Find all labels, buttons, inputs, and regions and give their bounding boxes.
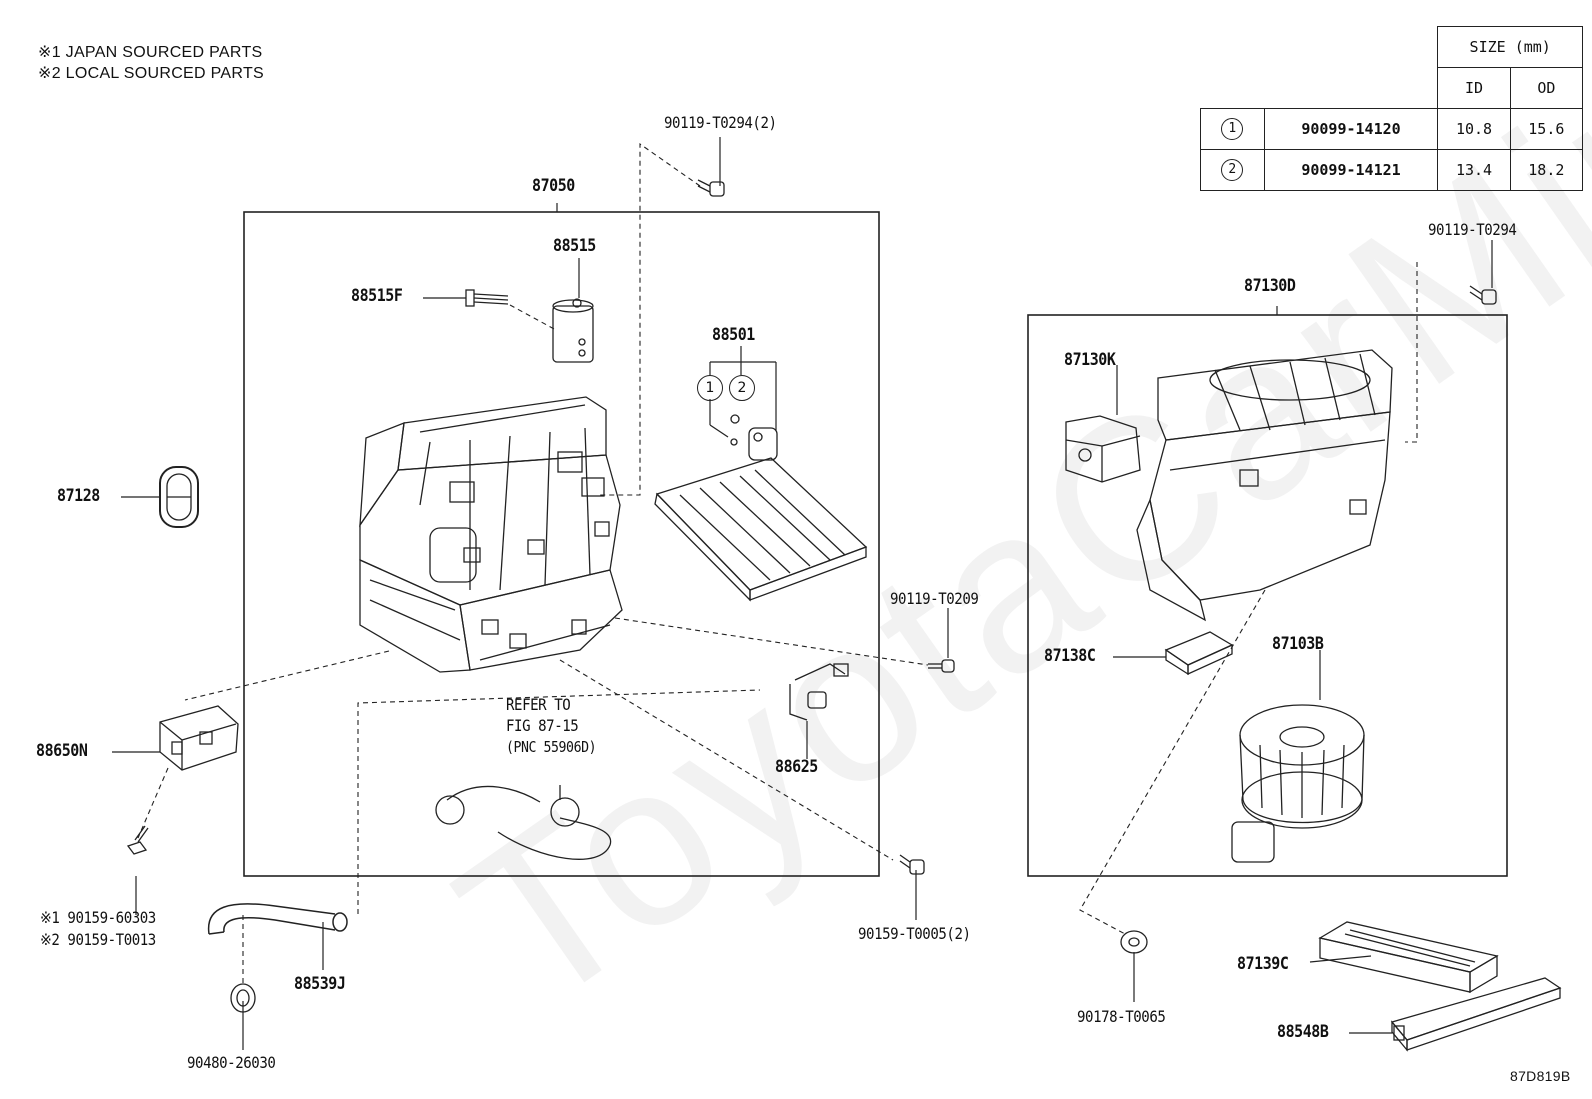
circled-mark: 1 (1221, 118, 1244, 140)
label-87128[interactable]: 87128 (57, 486, 100, 506)
note-japan-sourced: ※1 JAPAN SOURCED PARTS (38, 44, 263, 61)
blower-housing-87130D (1136, 349, 1393, 622)
servo-motor-88650N (159, 705, 239, 771)
size-table-col-od: OD (1509, 67, 1584, 109)
bolt-90119-T0209 (928, 659, 955, 673)
label-87139C[interactable]: 87139C (1237, 954, 1289, 974)
label-88515[interactable]: 88515 (553, 236, 596, 256)
label-90119-T0294-2[interactable]: 90119-T0294(2) (664, 113, 777, 132)
label-88650N[interactable]: 88650N (36, 741, 88, 761)
size-table-row: 1 90099-14120 10.8 15.6 (1200, 108, 1584, 150)
label-88539J[interactable]: 88539J (294, 974, 346, 994)
label-90159-T0013[interactable]: ※2 90159-T0013 (40, 930, 156, 949)
label-87130D[interactable]: 87130D (1244, 276, 1296, 296)
label-88625[interactable]: 88625 (775, 757, 818, 777)
heater-unit-87050 (359, 396, 623, 673)
size-table-header: SIZE (mm) (1437, 26, 1583, 68)
circled-2-icon: 2 (729, 375, 755, 401)
evaporator-88501 (654, 414, 868, 602)
label-87130K[interactable]: 87130K (1064, 350, 1116, 370)
size-table: SIZE (mm) ID OD 1 90099-14120 10.8 15.6 … (1200, 26, 1584, 191)
label-refer-pnc: (PNC 55906D) (506, 738, 597, 756)
bolt-90119-T0294-2 (697, 179, 725, 197)
clip-90178-T0065 (1120, 930, 1148, 954)
grommet-90480-26030 (230, 983, 256, 1013)
bolt-88515F (465, 289, 509, 307)
label-90119-T0294[interactable]: 90119-T0294 (1428, 220, 1517, 239)
damper-servo-87130K (1065, 415, 1141, 483)
drain-hose-88539J (207, 903, 348, 935)
note-local-sourced: ※2 LOCAL SOURCED PARTS (38, 65, 264, 82)
label-90119-T0209[interactable]: 90119-T0209 (890, 589, 979, 608)
sensor-88625 (789, 663, 849, 721)
label-refer-fig[interactable]: FIG 87-15 (506, 716, 579, 735)
label-88515F[interactable]: 88515F (351, 286, 403, 306)
filter-87139C (1318, 921, 1499, 994)
size-od: 15.6 (1509, 108, 1584, 150)
size-od: 18.2 (1509, 149, 1584, 191)
part-number: 90099-14121 (1263, 149, 1439, 191)
resistor-87138C (1164, 631, 1234, 676)
size-table-col-id: ID (1437, 67, 1511, 109)
label-90159-T0005-2[interactable]: 90159-T0005(2) (858, 924, 971, 943)
group-box-87130D (1027, 314, 1508, 877)
label-90480-26030[interactable]: 90480-26030 (187, 1053, 276, 1072)
label-90178-T0065[interactable]: 90178-T0065 (1077, 1007, 1166, 1026)
label-88501[interactable]: 88501 (712, 325, 755, 345)
size-id: 13.4 (1437, 149, 1511, 191)
figure-code: 87D819B (1510, 1068, 1571, 1084)
group-box-87050 (243, 211, 880, 877)
label-87138C[interactable]: 87138C (1044, 646, 1096, 666)
label-88548B[interactable]: 88548B (1277, 1022, 1329, 1042)
label-90159-60303[interactable]: ※1 90159-60303 (40, 908, 156, 927)
bolt-90119-T0294 (1469, 285, 1497, 305)
screw-90159-60303 (126, 825, 149, 855)
cover-88548B (1390, 977, 1562, 1052)
screw-90159-T0005 (899, 854, 925, 875)
part-number: 90099-14120 (1263, 108, 1439, 150)
label-refer-to: REFER TO (506, 695, 571, 714)
circled-mark: 2 (1221, 159, 1244, 181)
size-table-row: 2 90099-14121 13.4 18.2 (1200, 149, 1584, 191)
seal-87128 (159, 466, 199, 528)
label-87103B[interactable]: 87103B (1272, 634, 1324, 654)
circled-1-icon: 1 (697, 375, 723, 401)
blower-motor-87103B (1231, 704, 1365, 863)
expansion-valve-88515 (552, 298, 594, 363)
label-87050[interactable]: 87050 (532, 176, 575, 196)
size-id: 10.8 (1437, 108, 1511, 150)
wiring-harness-ref (435, 785, 612, 860)
